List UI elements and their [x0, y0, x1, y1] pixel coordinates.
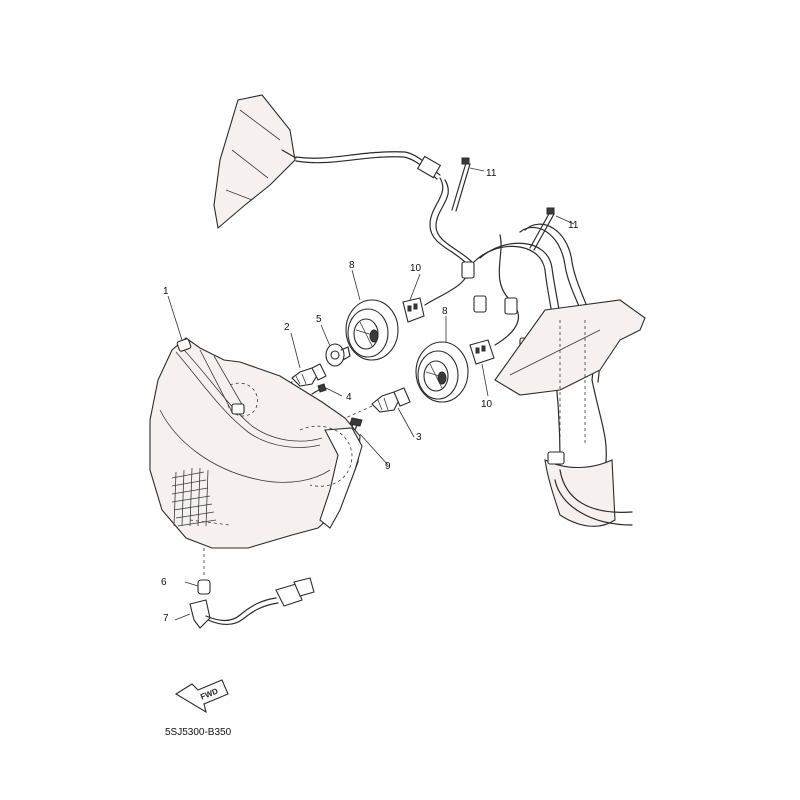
- headlight-assembly-part-1: [149, 337, 363, 549]
- bolt-part-11-left: [451, 157, 471, 212]
- callout-3: 3: [416, 432, 422, 443]
- callout-9: 9: [385, 461, 391, 472]
- leader-lines: [167, 167, 575, 621]
- bolt-part-11-right: [529, 207, 555, 251]
- bulb-socket-part-10-right: [469, 339, 495, 365]
- callout-5: 5: [316, 314, 322, 325]
- callout-labels: 1 2 3 4 5 6 7 8 8 9 10 10 11 11: [161, 168, 579, 624]
- callout-11-right: 11: [568, 220, 579, 231]
- upper-cover-bracket: [213, 94, 297, 230]
- cover-part-8-right: [415, 341, 469, 403]
- callout-7: 7: [163, 613, 169, 624]
- position-bulb-part-6: [197, 548, 211, 595]
- screw-part-4: [311, 383, 327, 395]
- wire-harness: [295, 151, 646, 527]
- callout-8-left: 8: [349, 260, 355, 271]
- drawing-code: 5SJ5300-B350: [165, 727, 232, 738]
- position-socket-part-7: [189, 577, 315, 629]
- forward-direction-arrow-icon: FWD: [174, 679, 229, 714]
- callout-10-top: 10: [410, 263, 422, 274]
- callout-6: 6: [161, 577, 167, 588]
- callout-8-right: 8: [442, 306, 448, 317]
- callout-4: 4: [346, 392, 352, 403]
- callout-1: 1: [163, 286, 169, 297]
- cover-part-8-left: [345, 299, 399, 361]
- callout-2: 2: [284, 322, 290, 333]
- callout-11-left: 11: [486, 168, 497, 179]
- bulb-socket-part-10-left: [402, 297, 425, 323]
- bulb-holder-part-5: [325, 343, 351, 367]
- callout-10-bottom: 10: [481, 399, 493, 410]
